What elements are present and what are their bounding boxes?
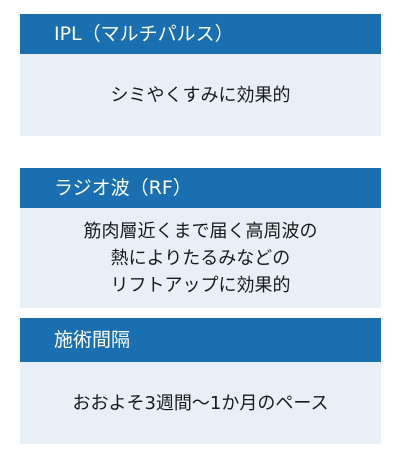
rf-section: ラジオ波（RF） 筋肉層近くまで届く高周波の 熱によりたるみなどの リフトアップ… xyxy=(20,168,381,308)
ipl-section: IPL（マルチパルス） シミやくすみに効果的 xyxy=(20,14,381,136)
rf-description-line: 熱によりたるみなどの xyxy=(110,247,291,269)
interval-section: 施術間隔 おおよそ3週間〜1か月のペース xyxy=(20,318,381,444)
rf-section-title: ラジオ波（RF） xyxy=(20,168,381,208)
interval-section-title: 施術間隔 xyxy=(20,318,381,362)
rf-description-line: リフトアップに効果的 xyxy=(110,274,291,296)
interval-section-description: おおよそ3週間〜1か月のペース xyxy=(20,362,381,444)
ipl-section-title: IPL（マルチパルス） xyxy=(20,14,381,54)
ipl-section-description: シミやくすみに効果的 xyxy=(20,54,381,136)
rf-description-line: 筋肉層近くまで届く高周波の xyxy=(83,220,318,242)
ipl-description-line: シミやくすみに効果的 xyxy=(110,84,291,106)
rf-section-description: 筋肉層近くまで届く高周波の 熱によりたるみなどの リフトアップに効果的 xyxy=(20,208,381,308)
interval-description-line: おおよそ3週間〜1か月のペース xyxy=(72,392,329,414)
